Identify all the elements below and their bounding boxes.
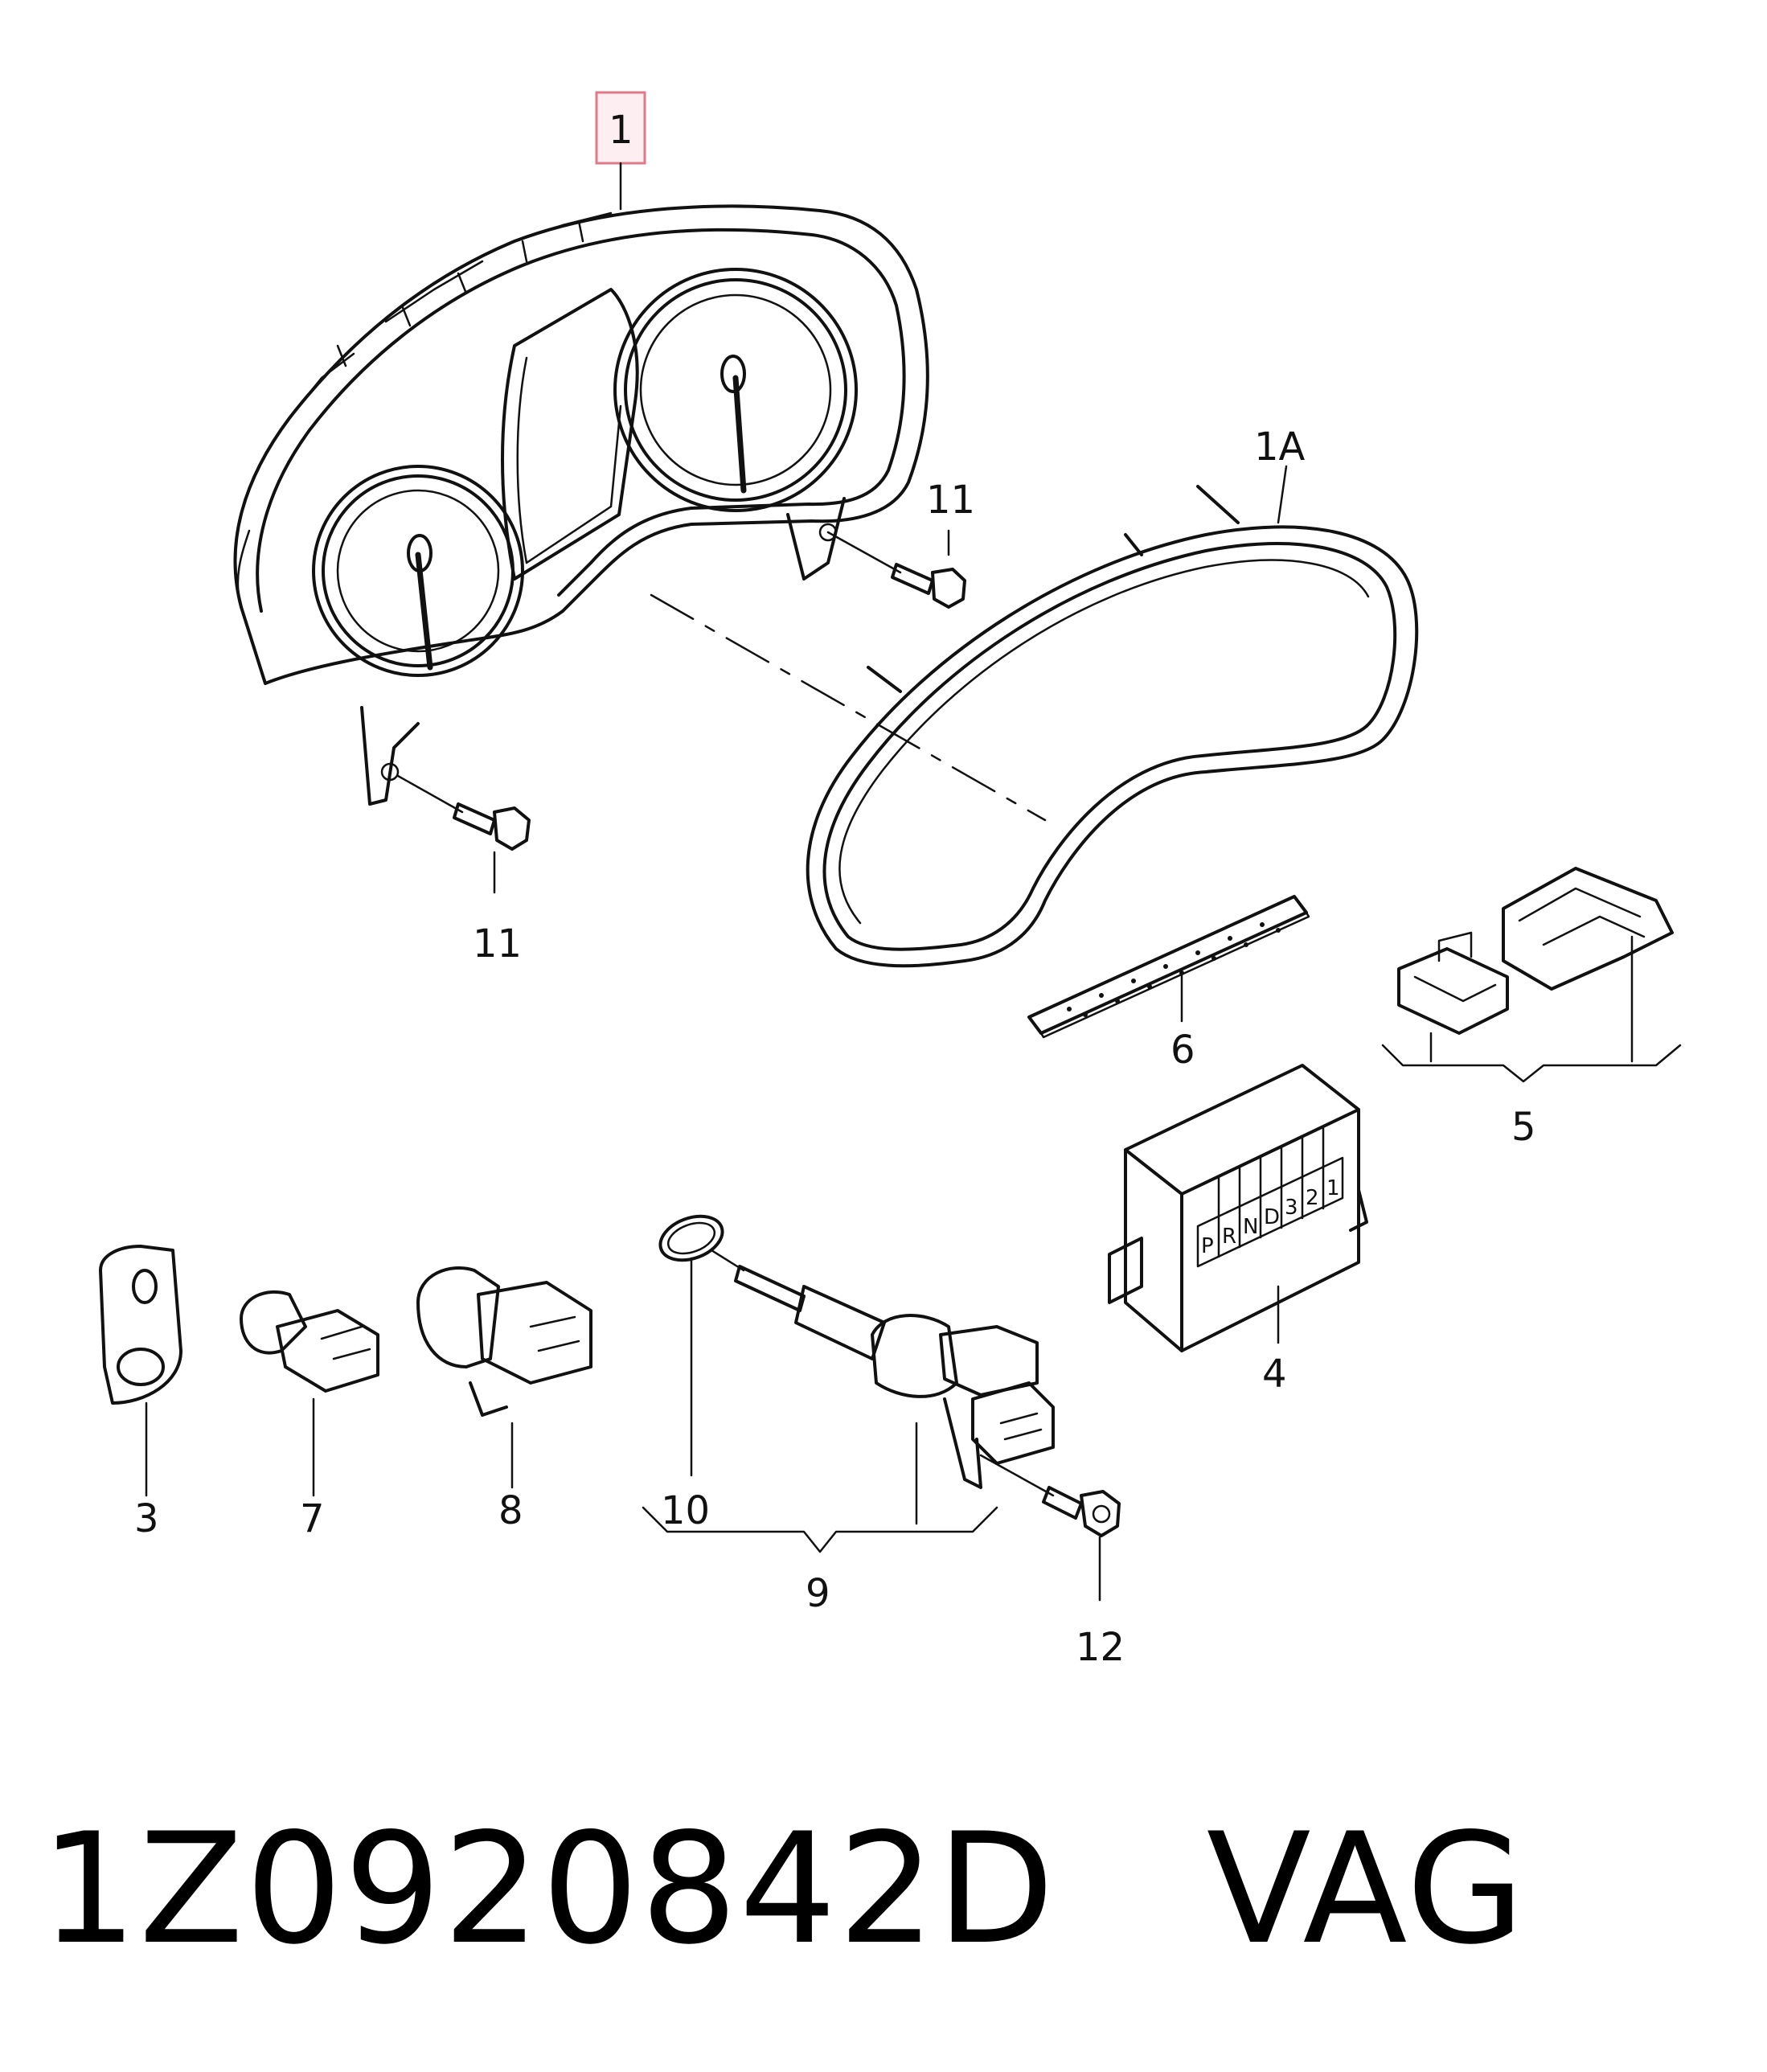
callout-10: 10 — [661, 1488, 710, 1533]
gear-letter-3: 3 — [1285, 1196, 1298, 1220]
sender-unit — [642, 1249, 1055, 1553]
part-caption: 1Z0920842D VAG — [40, 1813, 1526, 1966]
screw-11-bottom — [396, 774, 531, 894]
gear-letter-p: P — [1201, 1234, 1214, 1258]
callout-1a: 1A — [1254, 425, 1306, 470]
gear-letter-1: 1 — [1326, 1176, 1340, 1200]
part-number: 1Z0920842D — [40, 1800, 1056, 1978]
gear-letter-d: D — [1264, 1205, 1280, 1229]
sensor-7 — [240, 1290, 379, 1497]
callout-8: 8 — [498, 1488, 523, 1533]
gear-indicator-module: P R N D 3 2 1 — [1108, 1064, 1368, 1352]
gear-letter-2: 2 — [1306, 1186, 1319, 1210]
callout-3: 3 — [134, 1496, 159, 1541]
foam-strip — [1027, 895, 1310, 1039]
callout-labels: 1 1A 11 11 6 5 4 3 7 8 10 9 12 — [134, 108, 1536, 1670]
brand-name: VAG — [1206, 1800, 1527, 1978]
instrument-cluster — [233, 91, 1047, 822]
screw-12 — [979, 1454, 1121, 1602]
callout-12: 12 — [1076, 1625, 1125, 1670]
screw-11-top — [826, 529, 966, 609]
gear-letter-n: N — [1243, 1215, 1258, 1239]
o-ring — [658, 1214, 724, 1477]
callout-11-bottom: 11 — [473, 921, 522, 966]
gear-letter-r: R — [1222, 1225, 1236, 1249]
sensor-8 — [416, 1266, 592, 1489]
callout-4: 4 — [1262, 1352, 1287, 1397]
callout-6: 6 — [1170, 1028, 1195, 1073]
gasket — [99, 1245, 182, 1497]
callout-7: 7 — [300, 1496, 325, 1541]
cluster-seal-frame — [806, 465, 1419, 968]
connector-set — [1381, 867, 1682, 1083]
callout-5: 5 — [1511, 1105, 1536, 1150]
callout-11-top: 11 — [926, 478, 975, 523]
callout-1: 1 — [609, 108, 633, 153]
callout-9: 9 — [806, 1571, 830, 1616]
